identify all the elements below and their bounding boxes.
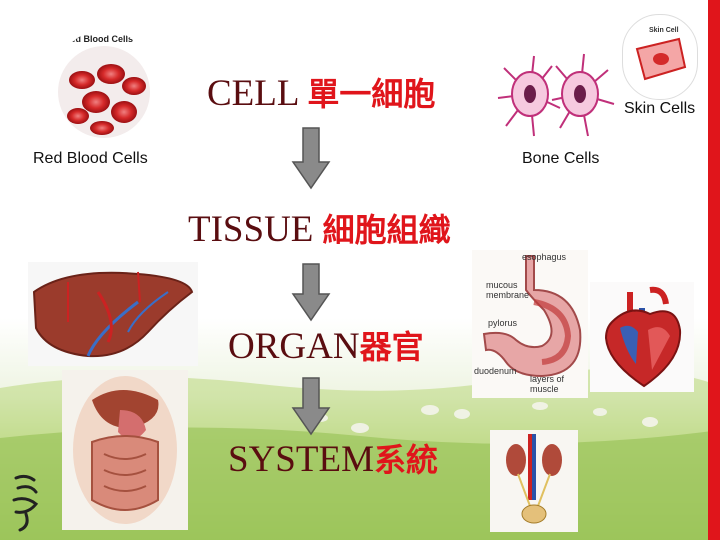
caption-red-blood-cells: Red Blood Cells xyxy=(33,150,148,167)
red-blood-cells-photo: Red Blood Cells xyxy=(56,30,152,138)
caption-skin-cells: Skin Cells xyxy=(624,100,696,117)
digestive-system-illustration xyxy=(62,370,188,530)
stomach-illustration: esophagus mucous membrane pylorus duoden… xyxy=(472,250,588,398)
heading-tissue: TISSUE 細胞組織 xyxy=(188,210,451,250)
stomach-label-mucous: mucous membrane xyxy=(486,280,530,300)
stomach-label-pylorus: pylorus xyxy=(488,318,518,328)
skin-cell-illustration: Skin Cell xyxy=(622,14,698,100)
heading-system-en: SYSTEM xyxy=(228,439,374,480)
bone-cells-illustration xyxy=(497,53,615,137)
heading-organ-zh: 器官 xyxy=(359,328,424,366)
logo-icon xyxy=(12,474,39,532)
urinary-system-illustration xyxy=(490,430,578,532)
heading-tissue-en: TISSUE xyxy=(188,209,323,250)
accent-bar xyxy=(708,0,720,540)
heading-organ: ORGAN器官 xyxy=(228,327,424,367)
heart-illustration xyxy=(590,282,694,392)
rbc-photo-title: Red Blood Cells xyxy=(64,34,134,44)
arrow-cell-to-tissue xyxy=(291,127,331,190)
heading-system-zh: 系統 xyxy=(373,441,438,479)
heading-cell-zh: 單一細胞 xyxy=(307,75,436,113)
heading-cell-en: CELL xyxy=(207,73,308,114)
liver-illustration xyxy=(28,262,198,366)
heading-cell: CELL 單一細胞 xyxy=(207,74,435,114)
stomach-label-duodenum: duodenum xyxy=(474,366,517,376)
heading-system: SYSTEM系統 xyxy=(228,440,438,480)
arrow-organ-to-system xyxy=(291,377,331,436)
stomach-label-esophagus: esophagus xyxy=(522,252,567,262)
skin-cell-title: Skin Cell xyxy=(649,27,679,34)
caption-bone-cells: Bone Cells xyxy=(522,150,600,167)
stomach-label-muscle: layers of muscle xyxy=(530,374,565,394)
heading-organ-en: ORGAN xyxy=(228,326,360,367)
heading-tissue-zh: 細胞組織 xyxy=(322,211,451,249)
arrow-tissue-to-organ xyxy=(291,263,331,322)
